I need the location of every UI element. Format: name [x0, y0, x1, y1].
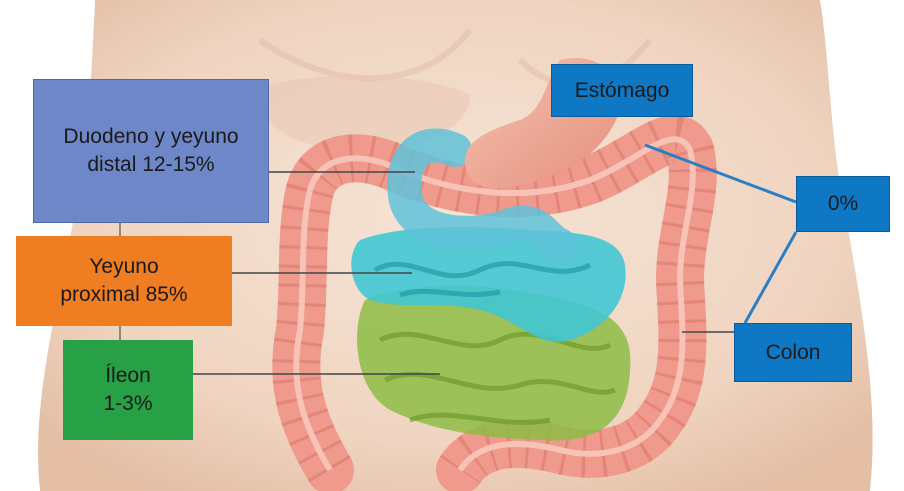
label-ileon-text: Íleon 1-3%	[103, 362, 152, 418]
label-zero-text: 0%	[828, 190, 858, 218]
label-estomago: Estómago	[551, 64, 693, 117]
label-estomago-text: Estómago	[575, 77, 670, 105]
label-yeyuno-text: Yeyuno proximal 85%	[60, 253, 187, 309]
label-zero-percent: 0%	[796, 176, 890, 232]
label-yeyuno-proximal: Yeyuno proximal 85%	[16, 236, 232, 326]
label-duodeno-yeyuno-distal: Duodeno y yeyuno distal 12-15%	[33, 79, 269, 223]
label-colon-text: Colon	[766, 339, 821, 367]
label-duodeno-text: Duodeno y yeyuno distal 12-15%	[63, 123, 238, 179]
label-colon: Colon	[734, 323, 852, 382]
label-ileon: Íleon 1-3%	[63, 340, 193, 440]
